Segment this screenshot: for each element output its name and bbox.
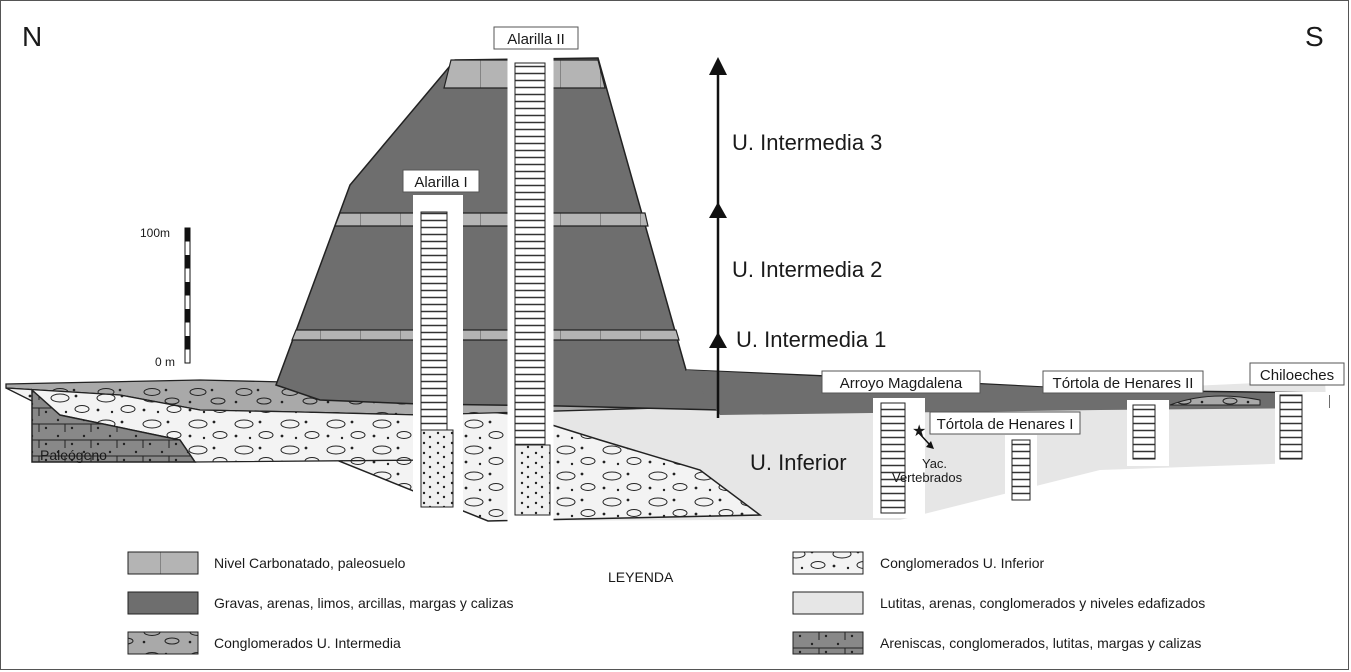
south-conglomerate-lens: [1169, 395, 1261, 406]
scale-bar: [184, 227, 191, 364]
legend-swatch-gravels: [127, 591, 199, 615]
site-arrow-line: [917, 431, 931, 446]
legend-label-gravels: Gravas, arenas, limos, arcillas, margas …: [214, 595, 514, 611]
legend-label-congl-inferior: Conglomerados U. Inferior: [880, 555, 1045, 571]
label-box-chiloeches: [1249, 362, 1345, 386]
arrow-head-icon: [709, 57, 727, 75]
scale-bar-top-label: 100m: [140, 226, 170, 240]
legend-label-areniscas: Areniscas, conglomerados, lutitas, marga…: [880, 635, 1201, 651]
section-label-arroyo-magdalena: Arroyo Magdalena: [840, 375, 963, 392]
paleogene-block: [31, 388, 197, 463]
carbonate-band-lower: [291, 329, 680, 341]
section-label-tortola-2: Tórtola de Henares II: [1053, 375, 1194, 392]
unit-label-intermedia-2: U. Intermedia 2: [732, 257, 882, 282]
carbonate-band-middle: [334, 212, 649, 227]
unit-label-intermedia-3: U. Intermedia 3: [732, 130, 882, 155]
section-label-alarilla-2: Alarilla II: [507, 31, 565, 48]
section-label-alarilla-1: Alarilla I: [414, 174, 467, 191]
label-box-alarilla-1: [402, 169, 480, 193]
section-label-chiloeches: Chiloeches: [1260, 367, 1334, 384]
site-label-line-2: Vertebrados: [892, 470, 963, 485]
legend-label-lutitas: Lutitas, arenas, conglomerados y niveles…: [880, 595, 1205, 611]
arrow-head-icon: [709, 332, 727, 348]
north-label: N: [22, 21, 42, 52]
label-box-tortola-2: [1042, 370, 1204, 394]
label-box-arroyo-magdalena: [821, 370, 981, 394]
site-arrow-head-icon: [926, 441, 934, 449]
scale-bar-bottom-label: 0 m: [155, 355, 175, 369]
site-label-line-1: Yac.: [922, 456, 947, 471]
column-alarilla-2-conglomerate: [514, 444, 551, 516]
legend-label-congl-intermedia: Conglomerados U. Intermedia: [214, 635, 401, 651]
column-tortola-1-log: [1011, 439, 1031, 501]
label-box-tortola-1: [929, 411, 1081, 435]
paleogene-label: Paleógeno: [40, 447, 107, 463]
unit-label-intermedia-1: U. Intermedia 1: [736, 327, 886, 352]
column-alarilla-1-conglomerate: [420, 429, 454, 508]
legend-swatch-congl-inferior: [792, 551, 864, 575]
star-icon: ★: [912, 423, 926, 440]
south-label: S: [1305, 21, 1324, 52]
legend-label-carbonate: Nivel Carbonatado, paleosuelo: [214, 555, 406, 571]
legend-title: LEYENDA: [608, 569, 674, 585]
arrow-head-icon: [709, 202, 727, 218]
legend-swatch-congl-intermedia: [127, 631, 199, 655]
unit-label-inferior: U. Inferior: [750, 450, 847, 475]
section-label-tortola-1: Tórtola de Henares I: [937, 416, 1074, 433]
column-tortola-2-log: [1132, 404, 1156, 460]
column-chiloeches-log: [1279, 394, 1303, 460]
legend-swatch-carbonate: [127, 551, 199, 575]
label-box-alarilla-2: [493, 26, 579, 50]
column-alarilla-2-log: [514, 62, 546, 516]
legend-swatch-areniscas: [792, 631, 864, 655]
legend-swatch-lutitas: [792, 591, 864, 615]
column-arroyo-magdalena-log: [880, 402, 906, 514]
